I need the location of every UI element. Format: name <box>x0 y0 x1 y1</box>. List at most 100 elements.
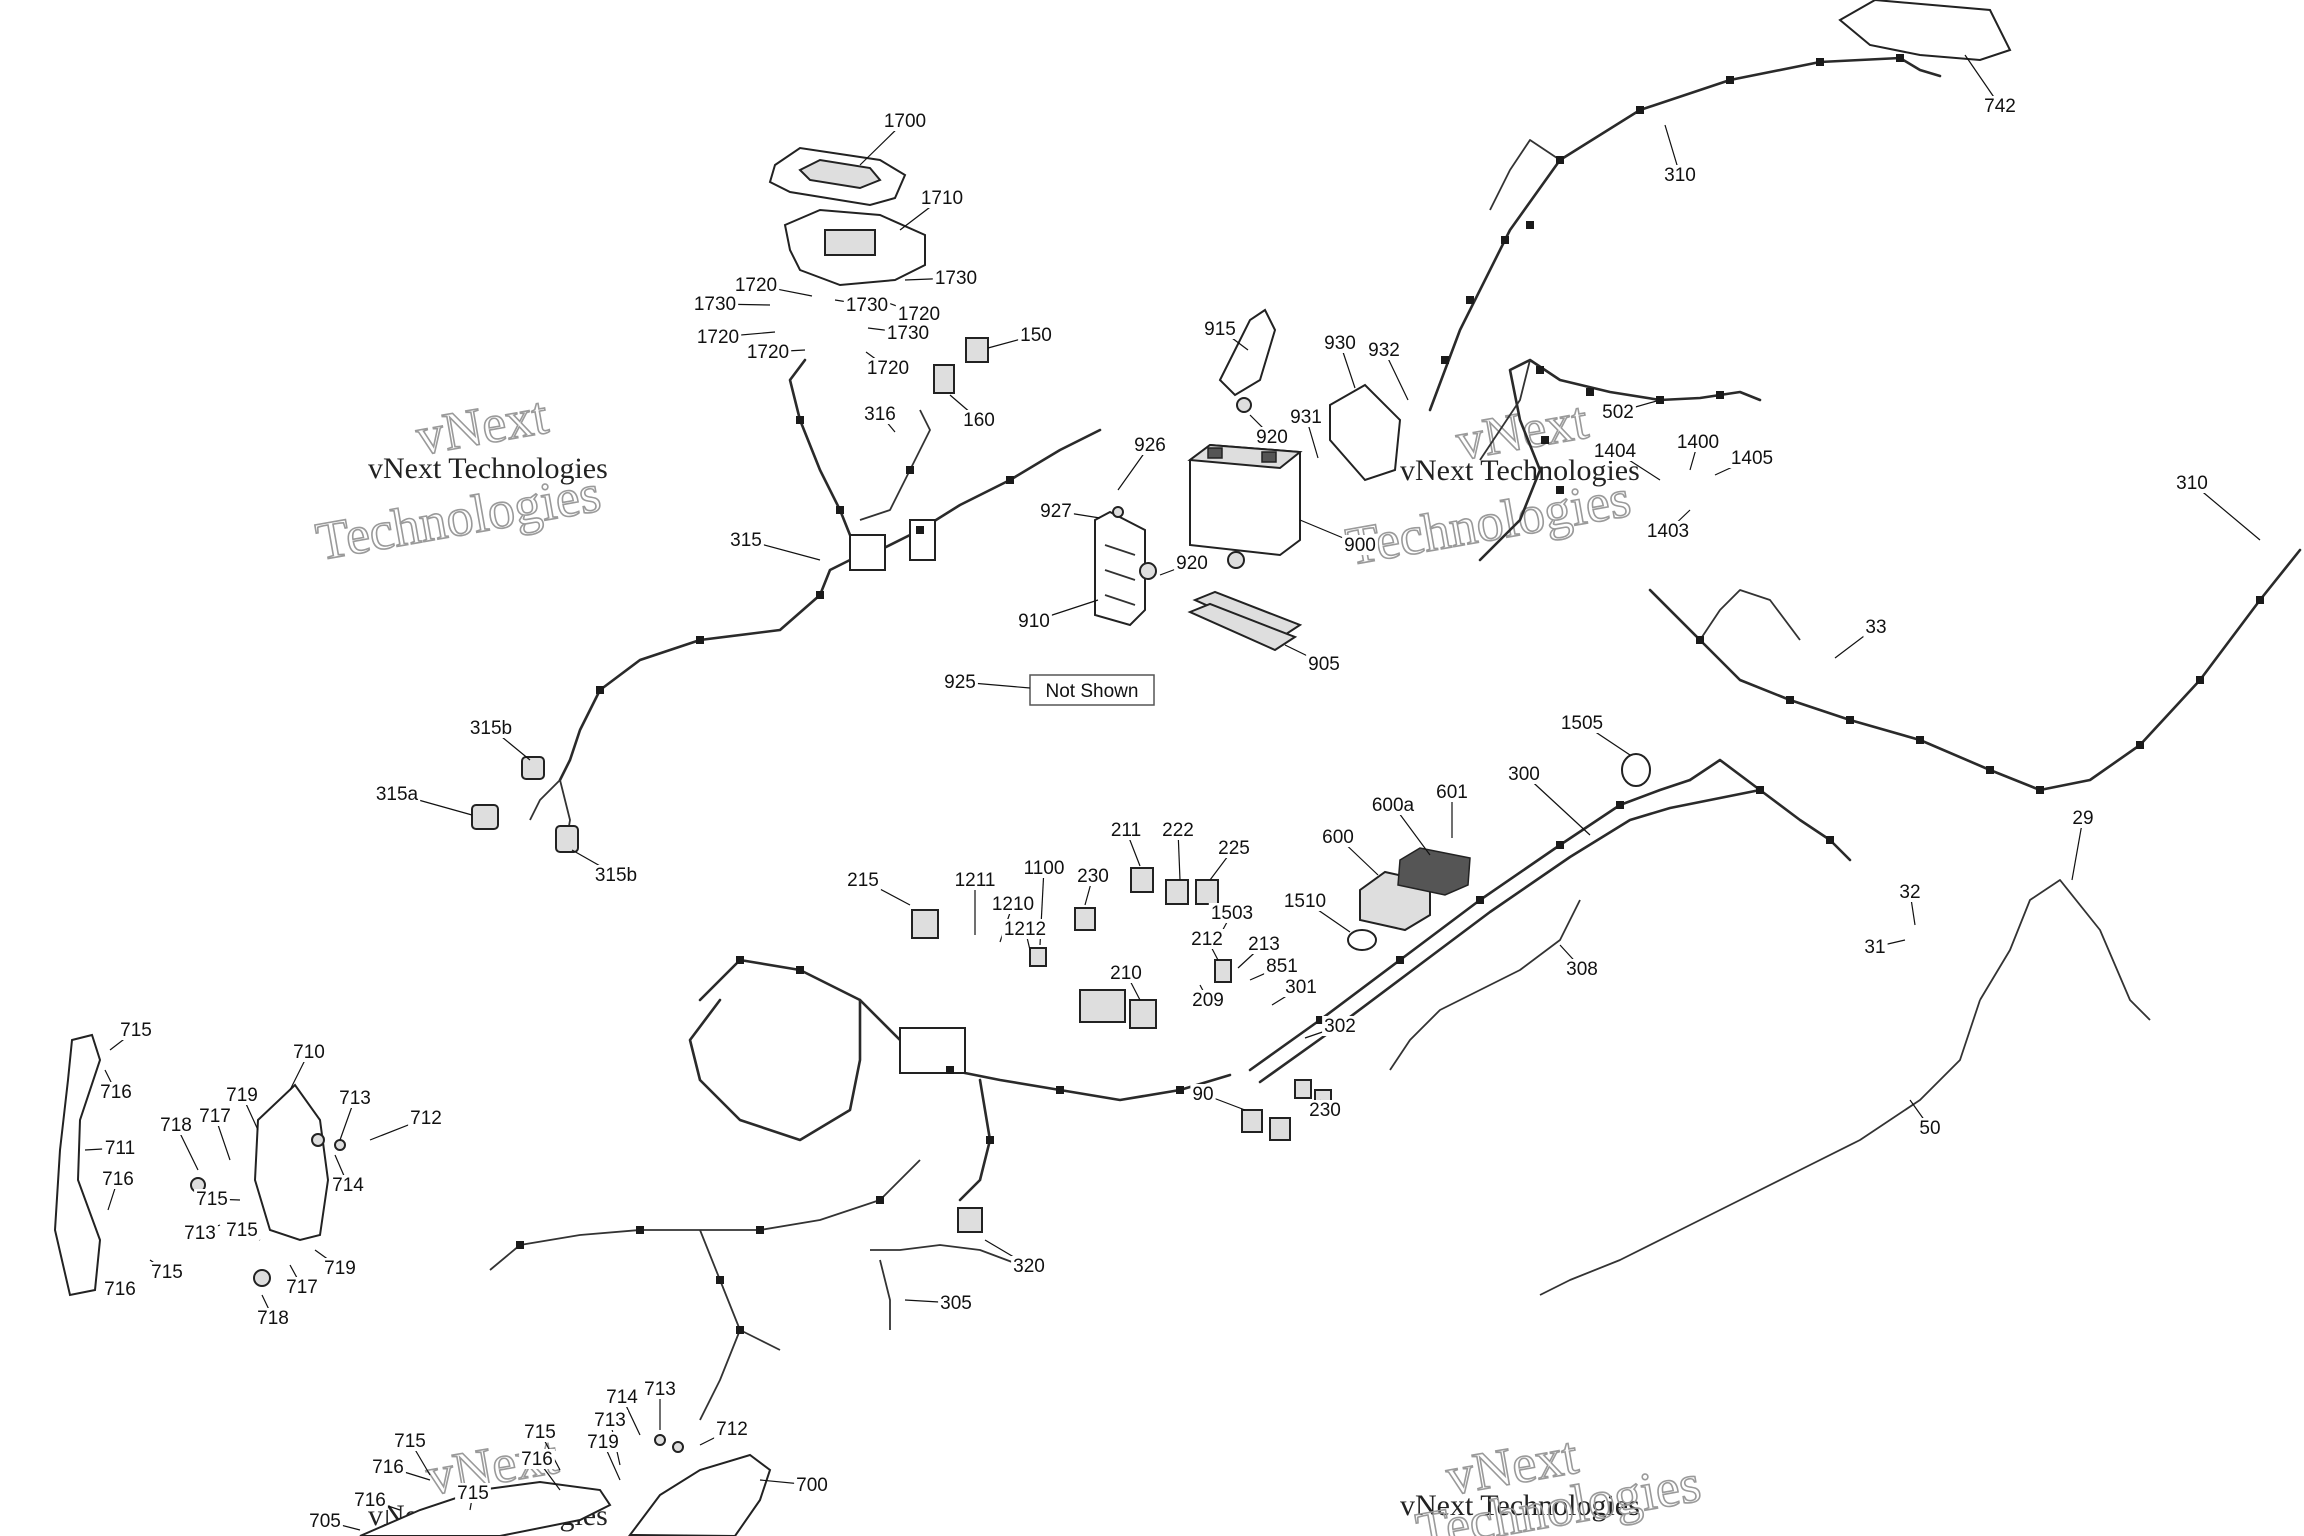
harness-310-branch <box>1489 139 1561 211</box>
callout-bg <box>1366 340 1402 360</box>
callout-600: 600 <box>1322 827 1354 848</box>
callout-905: 905 <box>1308 654 1340 675</box>
harness-clip <box>1541 436 1549 444</box>
callout-715b: 715 <box>196 1189 228 1210</box>
harness-clip <box>946 1066 954 1074</box>
callout-1720a: 1720 <box>735 275 777 296</box>
callout-716e: 716 <box>521 1449 553 1470</box>
callout-705: 705 <box>309 1511 341 1532</box>
part-150-relay <box>965 337 989 363</box>
part-930-module <box>1329 383 1402 482</box>
harness-clip <box>1466 296 1474 304</box>
hardware-washers <box>190 397 1252 1453</box>
callout-1720e: 1720 <box>867 358 909 379</box>
leader-29 <box>2071 817 2084 881</box>
callout-719b: 719 <box>324 1258 356 1279</box>
callout-315: 315 <box>730 530 762 551</box>
callout-bg <box>1897 882 1923 902</box>
callout-716a: 716 <box>100 1082 132 1103</box>
callout-bg <box>1016 611 1052 631</box>
callout-bg <box>1018 325 1054 345</box>
callout-bg <box>1600 402 1636 422</box>
harness-clip <box>1656 396 1664 404</box>
callout-715f: 715 <box>524 1422 556 1443</box>
harness-clip <box>516 1241 524 1249</box>
callout-bg <box>1108 963 1144 983</box>
callout-315b-bot: 315b <box>595 865 637 886</box>
callout-bg <box>1208 903 1256 923</box>
callout-715g: 715 <box>457 1483 489 1504</box>
callout-719a: 719 <box>226 1085 258 1106</box>
harness-clip <box>1826 836 1834 844</box>
callout-bg <box>592 1410 628 1430</box>
harness-clip <box>1176 1086 1184 1094</box>
harness-lower <box>489 1159 921 1271</box>
harness-502-branch <box>1479 359 1531 461</box>
callout-bg <box>881 111 929 131</box>
callout-bg <box>149 1262 185 1282</box>
callout-bg <box>895 304 943 324</box>
harness-clip <box>2036 786 2044 794</box>
callout-718b: 718 <box>257 1308 289 1329</box>
callout-bg <box>1020 858 1068 878</box>
callout-bg <box>1246 934 1282 954</box>
harness-lower-branch <box>739 1329 781 1351</box>
callout-927: 927 <box>1040 501 1072 522</box>
harness-clip <box>1846 716 1854 724</box>
harness-305 <box>879 1259 891 1330</box>
harness-clip <box>2136 741 2144 749</box>
callout-305: 305 <box>940 1293 972 1314</box>
callout-211: 211 <box>1111 820 1141 841</box>
harness-310-right-branch <box>1699 589 1801 641</box>
harness-clip <box>1636 106 1644 114</box>
callout-bg <box>1306 654 1342 674</box>
callout-bg <box>864 358 912 378</box>
harness-clip <box>2256 596 2264 604</box>
harness-clip <box>596 686 604 694</box>
not-shown-box: Not Shown <box>1029 674 1155 706</box>
harness-clip <box>1501 236 1509 244</box>
callout-bg <box>592 865 640 885</box>
callout-1400: 1400 <box>1677 432 1719 453</box>
harness-front-down <box>958 1078 992 1202</box>
part-710-headlight <box>253 1083 330 1242</box>
callout-925: 925 <box>944 672 976 693</box>
harness-clip <box>796 416 804 424</box>
callout-bg <box>1190 990 1226 1010</box>
leader-300 <box>1523 773 1591 836</box>
harness-clip <box>1556 156 1564 164</box>
callout-1730b: 1730 <box>694 294 736 315</box>
callout-bg <box>1434 782 1470 802</box>
callout-bg <box>522 1422 558 1442</box>
callout-bg <box>989 894 1037 914</box>
harness-clip <box>1716 391 1724 399</box>
callout-bg <box>932 268 980 288</box>
callout-bg <box>1558 713 1606 733</box>
callout-310-top: 310 <box>1664 165 1696 186</box>
harness-315-bottom <box>529 779 561 821</box>
callout-bg <box>291 1042 327 1062</box>
callout-715e: 715 <box>394 1431 426 1452</box>
harness-clip <box>1556 486 1564 494</box>
part-1710-bracket <box>783 208 926 287</box>
harness-315-right <box>859 409 931 521</box>
callout-bg <box>1982 96 2018 116</box>
part-211-relay <box>1130 867 1154 893</box>
callout-bg <box>1917 1118 1943 1138</box>
part-320-connector <box>957 1207 983 1233</box>
callout-bg <box>714 1419 750 1439</box>
callout-1405: 1405 <box>1731 448 1773 469</box>
callout-600a: 600a <box>1372 795 1415 816</box>
callout-1510: 1510 <box>1284 891 1326 912</box>
callout-bg <box>102 1279 138 1299</box>
callout-bg <box>1564 959 1600 979</box>
callout-712a: 712 <box>410 1108 442 1129</box>
callout-bg <box>373 784 421 804</box>
callout-bg <box>307 1511 343 1531</box>
harness-clip <box>986 1136 994 1144</box>
harness-clip <box>1441 356 1449 364</box>
callout-1720d: 1720 <box>747 342 789 363</box>
part-1700-cover <box>768 146 907 207</box>
callout-bg <box>1216 838 1252 858</box>
